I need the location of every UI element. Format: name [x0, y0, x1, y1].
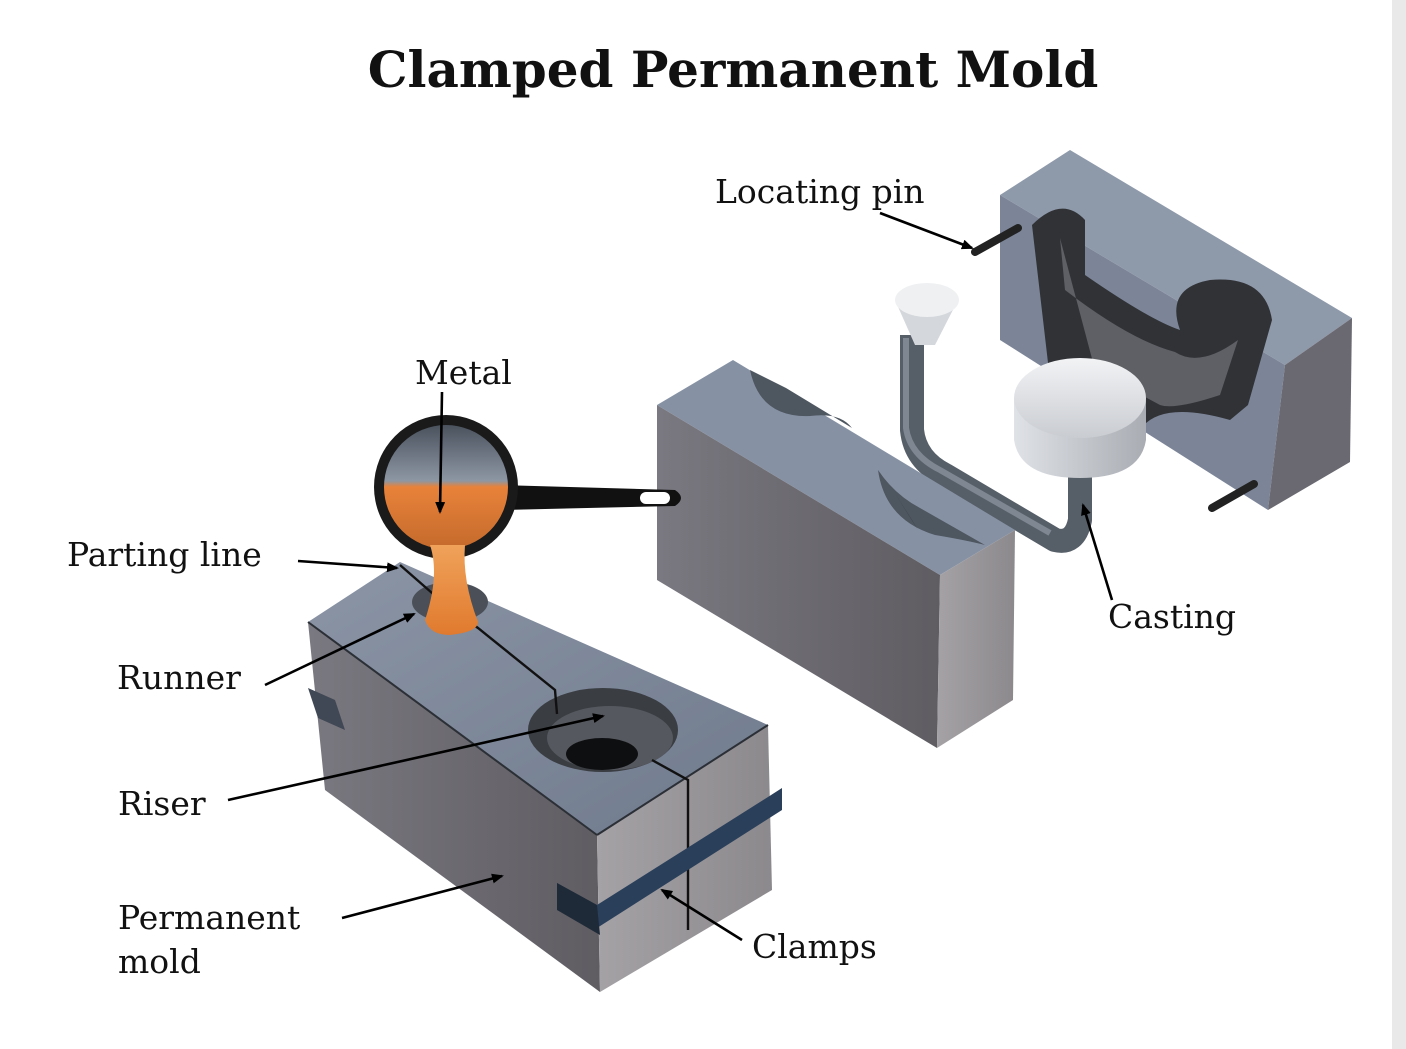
- arrow-runner: [264, 612, 416, 687]
- clamp-left: [308, 688, 345, 730]
- arrow-permanent-mold: [341, 873, 504, 920]
- arrow-casting: [1081, 503, 1114, 601]
- arrow-riser: [227, 713, 605, 802]
- ladle: [374, 415, 681, 635]
- casting-part: [895, 283, 1146, 553]
- locating-pin-lower: [1208, 480, 1258, 512]
- label-locating-pin: Locating pin: [715, 172, 925, 211]
- arrow-clamps: [660, 888, 743, 942]
- diagram-title: Clamped Permanent Mold: [368, 40, 1099, 99]
- label-metal: Metal: [415, 353, 512, 392]
- arrow-locating-pin: [879, 211, 974, 250]
- label-permanent-mold-line2: mold: [118, 942, 201, 981]
- arrow-metal: [435, 391, 446, 514]
- permanent-mold-block: [307, 562, 782, 992]
- locating-pin-upper: [971, 224, 1022, 256]
- label-parting-line: Parting line: [67, 535, 262, 574]
- arrow-parting-line: [297, 559, 399, 573]
- label-runner: Runner: [117, 658, 241, 697]
- mold-half-middle: [657, 360, 1015, 748]
- label-permanent-mold-line1: Permanent: [118, 898, 300, 937]
- label-clamps: Clamps: [752, 927, 877, 966]
- parting-line-mark: [399, 564, 690, 930]
- label-riser: Riser: [118, 784, 206, 823]
- mold-half-right: [971, 150, 1352, 512]
- label-casting: Casting: [1108, 597, 1236, 636]
- molten-metal-stream: [425, 545, 478, 635]
